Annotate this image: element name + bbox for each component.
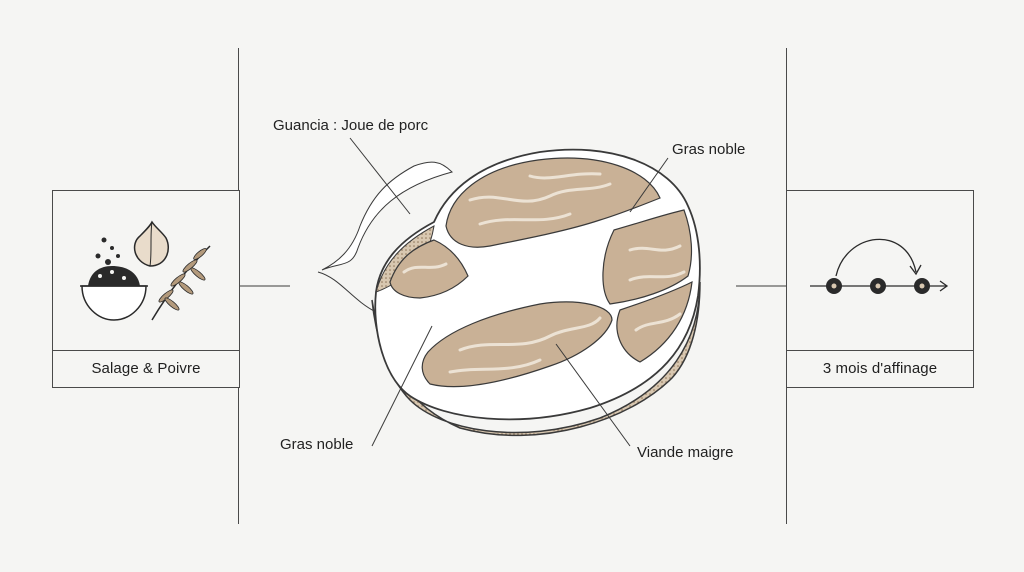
guancia-label: Guancia : Joue de porc	[273, 117, 429, 134]
aging-caption: 3 mois d'affinage	[787, 350, 973, 387]
leader-lines	[349, 137, 669, 447]
seasoning-icon-area	[53, 191, 239, 349]
lean-top	[445, 157, 661, 248]
fat-top-label: Gras noble	[672, 141, 746, 158]
skin-outline	[321, 161, 453, 271]
aging-panel: 3 mois d'affinage	[786, 190, 974, 388]
aging-icon-area	[787, 191, 973, 349]
marbling	[402, 172, 686, 374]
seasoning-panel: Salage & Poivre	[52, 190, 240, 388]
lean-meat-label: Viande maigre	[637, 444, 734, 461]
seasoning-caption: Salage & Poivre	[53, 350, 239, 387]
fat-bottom-label: Gras noble	[280, 436, 354, 453]
